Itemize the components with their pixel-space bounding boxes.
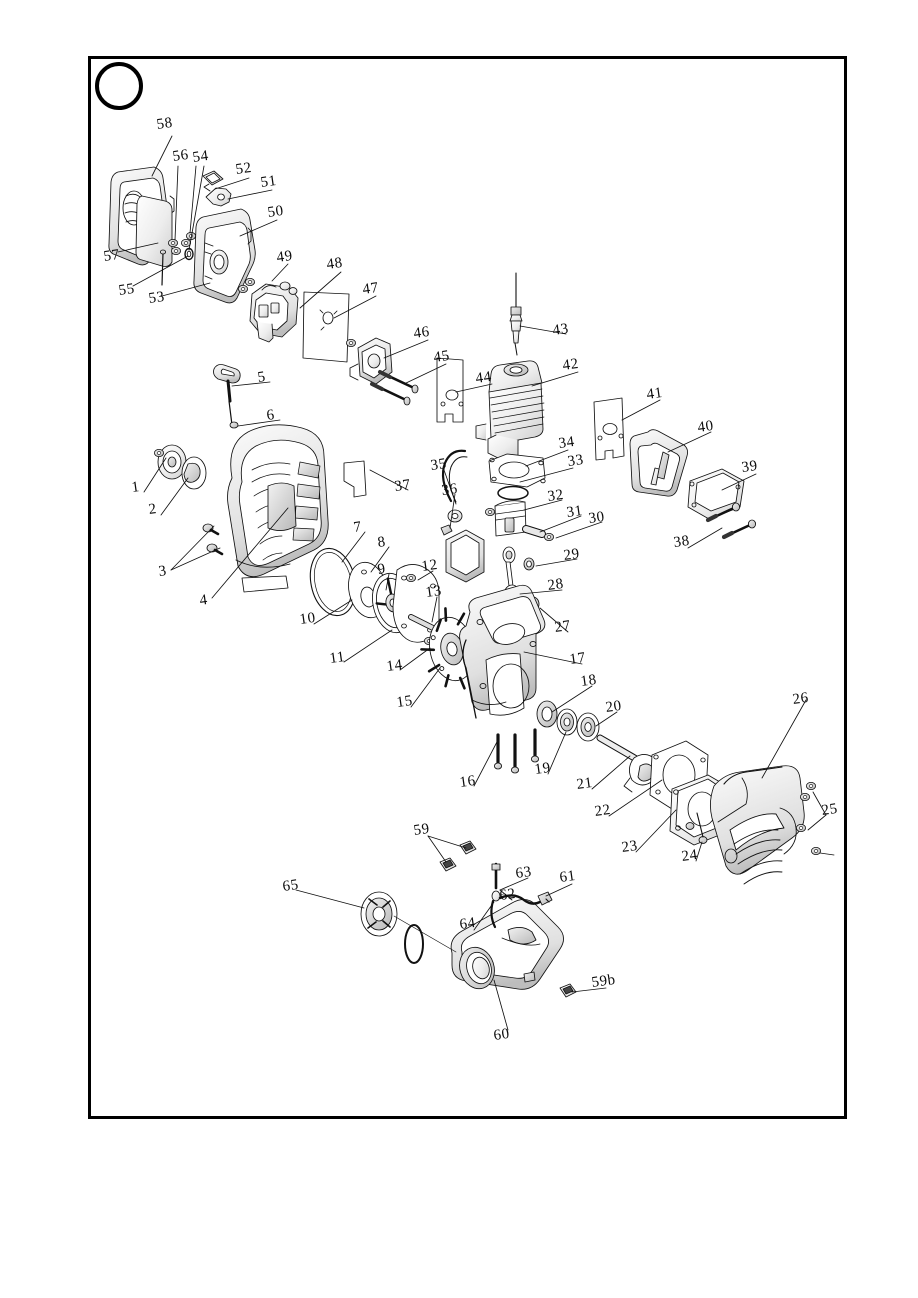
callout-44: 44	[474, 368, 493, 388]
callout-35: 35	[429, 455, 448, 475]
callout-22: 22	[593, 801, 612, 821]
callout-27: 27	[553, 617, 572, 637]
callout-60: 60	[492, 1025, 511, 1045]
callout-65: 65	[281, 876, 300, 896]
callout-24: 24	[680, 846, 699, 866]
callout-61: 61	[558, 867, 577, 887]
callout-16: 16	[458, 772, 477, 792]
callout-42: 42	[561, 355, 580, 375]
callout-52: 52	[234, 159, 253, 179]
callout-18: 18	[579, 671, 598, 691]
drawing-frame	[88, 56, 847, 1119]
callout-33: 33	[566, 451, 585, 471]
callout-36: 36	[440, 480, 459, 500]
callout-40: 40	[696, 417, 715, 437]
callout-59b: 59b	[590, 971, 617, 992]
callout-29: 29	[562, 545, 581, 565]
callout-38: 38	[672, 532, 691, 552]
callout-26: 26	[791, 689, 810, 709]
callout-37: 37	[393, 476, 412, 496]
callout-19: 19	[533, 759, 552, 779]
callout-10: 10	[298, 609, 317, 629]
callout-62: 62	[498, 885, 517, 905]
callout-53: 53	[147, 288, 166, 308]
callout-34: 34	[557, 433, 576, 453]
callout-51: 51	[259, 172, 278, 192]
callout-20: 20	[604, 697, 623, 717]
callout-55: 55	[117, 280, 136, 300]
callout-28: 28	[546, 575, 565, 595]
callout-64: 64	[458, 914, 477, 934]
callout-50: 50	[266, 202, 285, 222]
callout-43: 43	[551, 320, 570, 340]
callout-63: 63	[514, 863, 533, 883]
callout-13: 13	[424, 582, 443, 602]
callout-49: 49	[275, 247, 294, 267]
callout-46: 46	[412, 323, 431, 343]
callout-17: 17	[568, 649, 587, 669]
callout-39: 39	[740, 457, 759, 477]
callout-30: 30	[587, 508, 606, 528]
callout-58: 58	[155, 114, 174, 134]
callout-54: 54	[191, 147, 210, 167]
callout-23: 23	[620, 837, 639, 857]
callout-12: 12	[420, 556, 439, 576]
callout-11: 11	[328, 649, 347, 668]
page-number-circle	[95, 62, 143, 110]
callout-32: 32	[546, 486, 565, 506]
callout-25: 25	[820, 800, 839, 820]
callout-21: 21	[575, 774, 594, 794]
callout-59a: 59	[412, 820, 431, 840]
callout-31: 31	[565, 502, 584, 522]
callout-14: 14	[385, 656, 404, 676]
callout-57: 57	[102, 246, 121, 266]
callout-41: 41	[645, 384, 664, 404]
callout-15: 15	[395, 692, 414, 712]
callout-47: 47	[361, 279, 380, 299]
callout-45: 45	[432, 347, 451, 367]
callout-48: 48	[325, 254, 344, 274]
callout-56: 56	[171, 146, 190, 166]
